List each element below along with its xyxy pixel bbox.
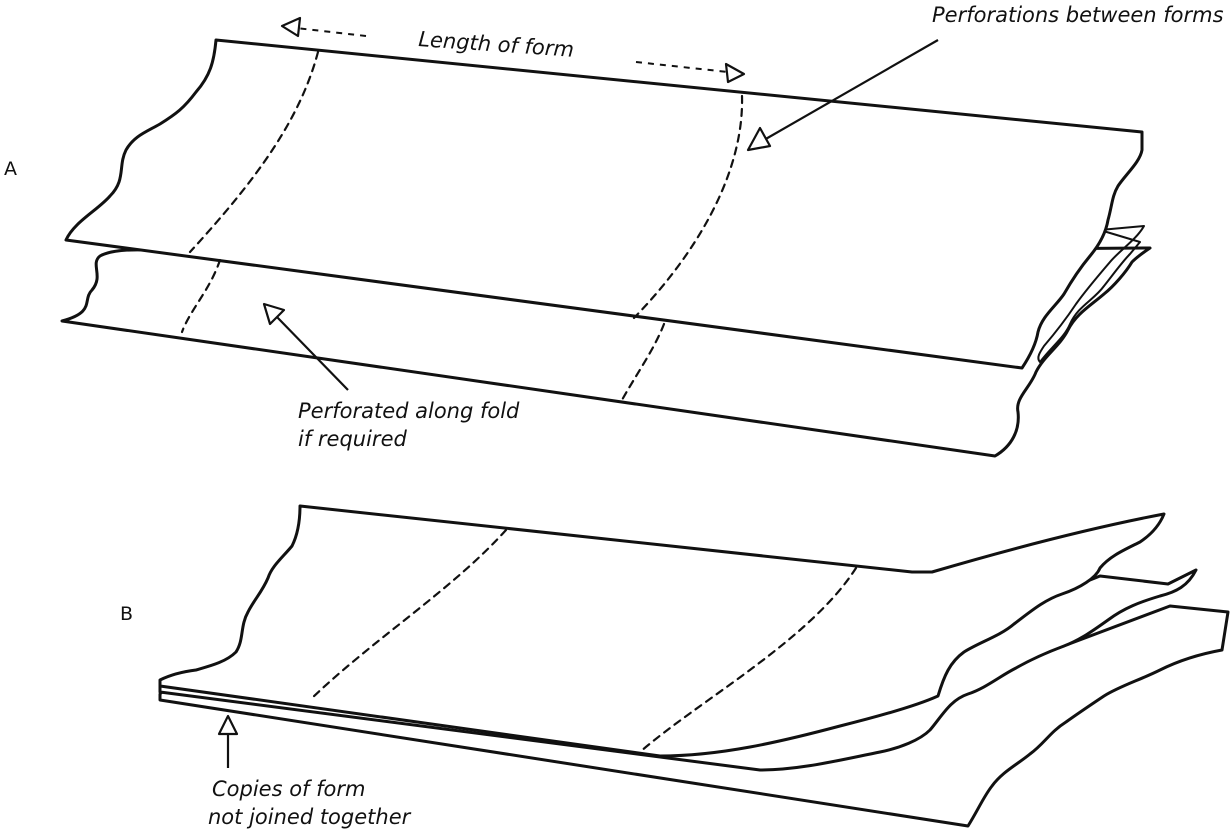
perforation-line-b-right [638,566,858,754]
perforations-arrow-head [746,126,772,152]
perforation-line-b-left [308,528,508,702]
perforation-line-left-bottom [180,258,222,334]
section-a-figure: A Length of form Perforations between fo… [4,3,1224,458]
fold-layer-edge [1037,225,1145,363]
length-arrow-left-head [280,16,302,38]
perforation-line-right-top [632,94,744,320]
copies-edge-line-1 [159,685,661,757]
top-sheet [64,38,1144,370]
copies-edge-line-2 [159,691,761,771]
perforation-line-right-bottom [620,322,666,402]
perforations-between-forms-label: Perforations between forms [932,3,1224,27]
not-joined-together-label: not joined together [208,805,412,829]
top-copy [158,504,1166,758]
perforated-along-fold-label: Perforated along fold [298,399,520,423]
length-arrow-right-head [724,62,746,84]
fold-arrow-shaft [275,315,349,391]
length-arrow-right-shaft [635,61,729,73]
if-required-label: if required [298,427,407,451]
fold-arrow-head [262,302,286,326]
perforation-line-left-top [188,50,320,254]
copies-arrow-head [217,714,239,736]
section-b-label: B [120,603,133,625]
length-arrow-left-shaft [295,27,367,37]
perforations-arrow-shaft [763,39,939,141]
section-b-figure: B Copies of form not joined together [120,504,1230,829]
length-of-form-label: Length of form [418,27,575,62]
section-a-label: A [4,158,17,180]
copies-of-form-label: Copies of form [212,777,365,801]
bottom-copy [158,604,1230,828]
